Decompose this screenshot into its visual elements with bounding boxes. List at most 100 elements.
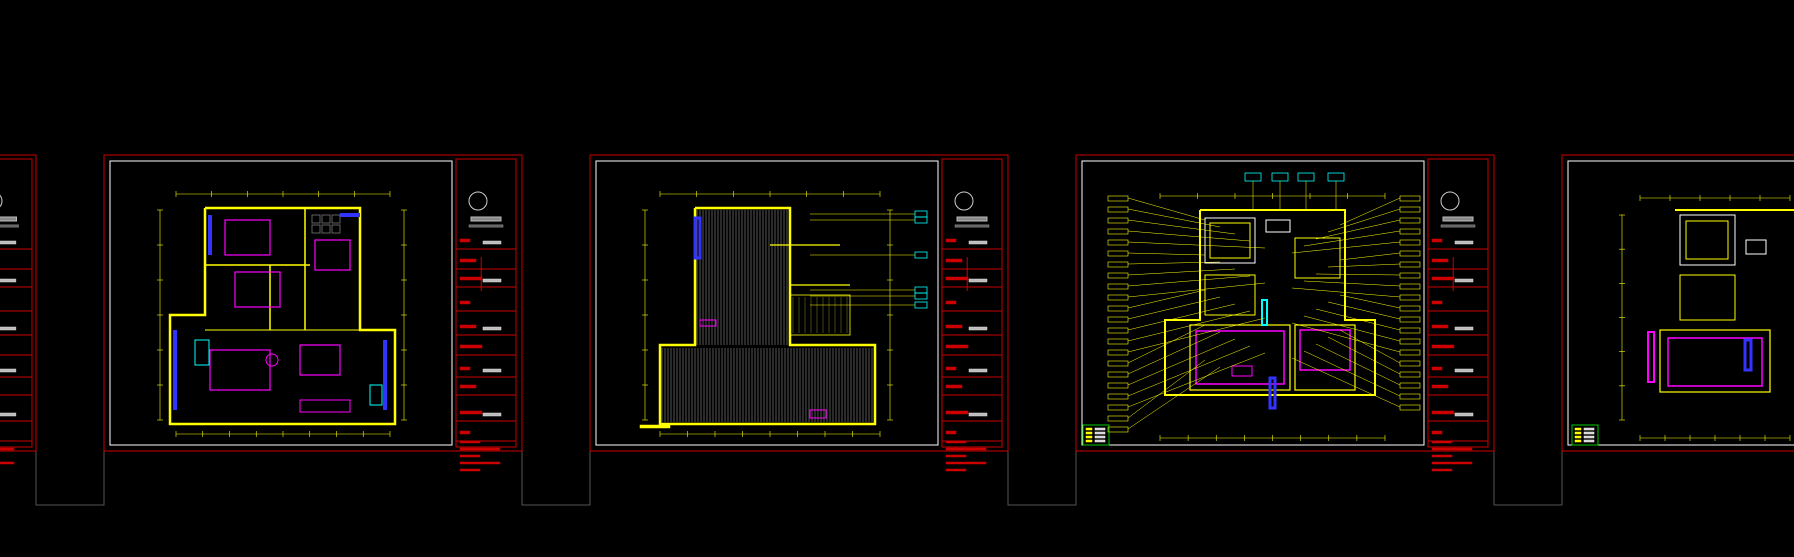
title-block-value [968,240,988,245]
leader-line [1303,350,1401,397]
leader-label [1107,404,1129,411]
title-block-value [482,240,502,245]
connector-line [1007,451,1077,506]
sheet-ceiling-plan[interactable] [1075,154,1495,472]
connector-line [1493,451,1563,506]
leader-line [1127,208,1221,228]
leader-label [1107,217,1129,224]
sheet-partial-left[interactable] [0,154,37,471]
title-block-value [0,368,17,373]
leader-label [914,286,928,294]
leader-line [1127,331,1221,375]
title-block-label [1431,430,1443,435]
sheet-inner-border [595,160,939,446]
legend-symbol [1085,435,1093,439]
title-block-label [945,276,969,281]
legend-box [1571,424,1599,446]
leader-label [1399,327,1421,334]
title-block-label [459,366,471,371]
title-block-label [459,344,483,349]
title-block-note [0,461,15,465]
title-block-note [945,461,987,465]
exterior-wall [658,206,877,426]
title-block-note [1431,440,1453,444]
leader-line [1315,308,1401,331]
sheet-original-floor-plan[interactable] [103,154,523,472]
leader-label [1107,371,1129,378]
light-fixture [1231,365,1253,377]
leader-label [1399,228,1421,235]
title-block-label [459,238,471,243]
company-logo-icon [1440,191,1460,211]
title-block-label [459,300,471,305]
sofa-furniture [209,349,271,391]
legend-symbol [1574,439,1582,443]
leader-label [1107,349,1129,356]
title-block-label [1431,366,1443,371]
sheet-inner-border [1081,160,1425,446]
logo-text-line [1442,216,1474,222]
company-logo-icon [0,194,3,208]
living-ceiling-cove [1195,330,1285,385]
title-block-label [1431,300,1443,305]
bed-furniture [234,271,281,308]
cabinet-cyan [194,339,210,366]
title-block-value [1454,278,1474,283]
curtain-magenta [1647,331,1655,383]
title-block-frame [0,158,33,448]
leader-line [1315,343,1401,386]
round-table [265,353,279,367]
leader-label [1399,382,1421,389]
leader-label [1399,294,1421,301]
leader-label [1399,272,1421,279]
fixture-gray [331,214,341,224]
leader-line [1127,345,1251,397]
leader-label [1107,272,1129,279]
leader-line [1127,296,1221,320]
title-block-frame [455,158,517,448]
title-block-note [1431,468,1453,472]
leader-line [1339,329,1401,364]
title-block-label [945,366,957,371]
exterior-wall [1164,209,1376,396]
title-block-value [968,368,988,373]
fixture-gray [321,224,331,234]
exterior-wall [168,206,397,426]
sheet-outer-border [589,154,1009,452]
title-block-note [945,468,967,472]
title-block-note [945,440,967,444]
threshold-magenta [809,409,827,419]
leader-line [1127,317,1266,353]
ceiling-panel [1204,274,1256,316]
leader-label [1399,250,1421,257]
title-block-value [968,278,988,283]
title-block-label [459,384,477,389]
sheet-ceiling-plan-partial[interactable] [1561,154,1794,452]
leader-label [1399,305,1421,312]
leader-label [1107,294,1129,301]
leader-line [1127,219,1236,235]
leader-label [914,216,928,224]
title-block-value [482,368,502,373]
fixture-gray [321,214,331,224]
fixture-blue [1743,338,1753,372]
title-block-note [459,461,501,465]
title-block-label [459,430,471,435]
leader-label [1399,261,1421,268]
sheet-outer-border [103,154,523,452]
leader-line [1127,352,1266,408]
sheet-floor-finish-plan[interactable] [589,154,1009,472]
title-block-label [459,324,477,329]
floor-hatch-pattern [661,210,873,422]
legend-symbol [1085,431,1093,435]
title-block-label [945,324,963,329]
title-block-frame [1427,158,1489,448]
title-block-label [459,258,477,263]
leader-line [1127,275,1251,287]
title-block-label [945,410,969,415]
leader-label [1399,239,1421,246]
title-block-note [0,447,15,451]
kitchen-counter [299,399,351,413]
